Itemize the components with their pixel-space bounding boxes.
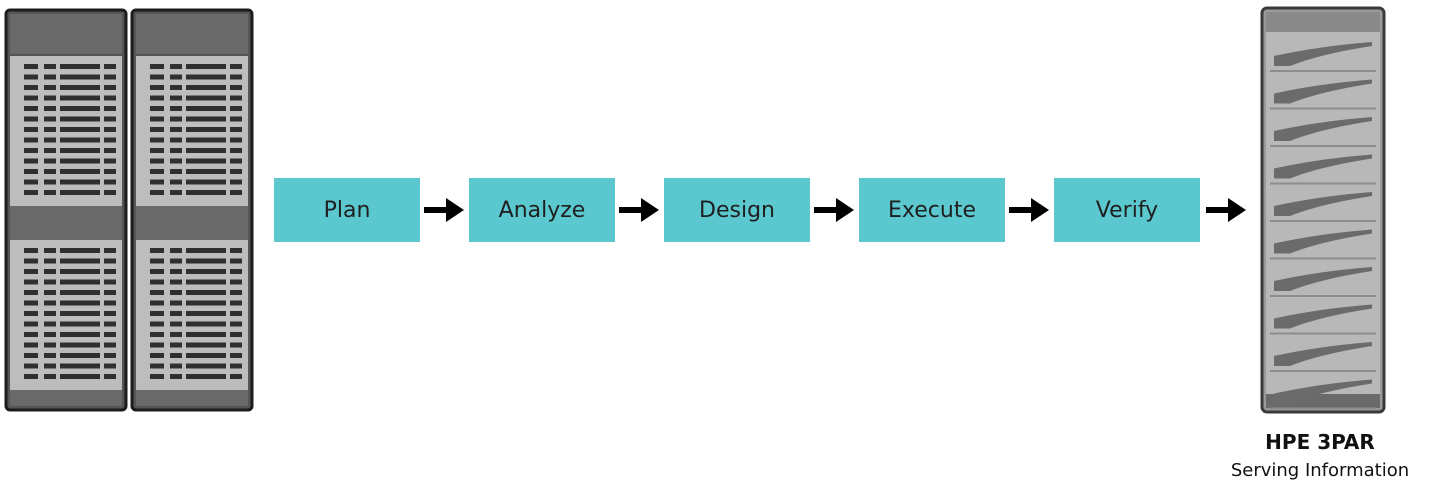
step-plan: Plan <box>274 178 420 242</box>
arrow-icon <box>1009 198 1049 222</box>
target-title: HPE 3PAR <box>1265 430 1375 454</box>
step-label: Analyze <box>498 197 586 223</box>
step-label: Execute <box>888 197 976 223</box>
arrow-icon <box>1206 198 1246 222</box>
arrow-icon <box>619 198 659 222</box>
server-rack-icon <box>4 8 254 412</box>
storage-array-icon <box>1260 6 1386 414</box>
step-analyze: Analyze <box>469 178 615 242</box>
step-verify: Verify <box>1054 178 1200 242</box>
step-label: Verify <box>1095 197 1159 223</box>
step-label: Plan <box>323 197 371 223</box>
arrow-icon <box>814 198 854 222</box>
step-execute: Execute <box>859 178 1005 242</box>
target-subtitle: Serving Information <box>1230 460 1410 481</box>
step-design: Design <box>664 178 810 242</box>
step-label: Design <box>699 197 775 223</box>
arrow-icon <box>424 198 464 222</box>
